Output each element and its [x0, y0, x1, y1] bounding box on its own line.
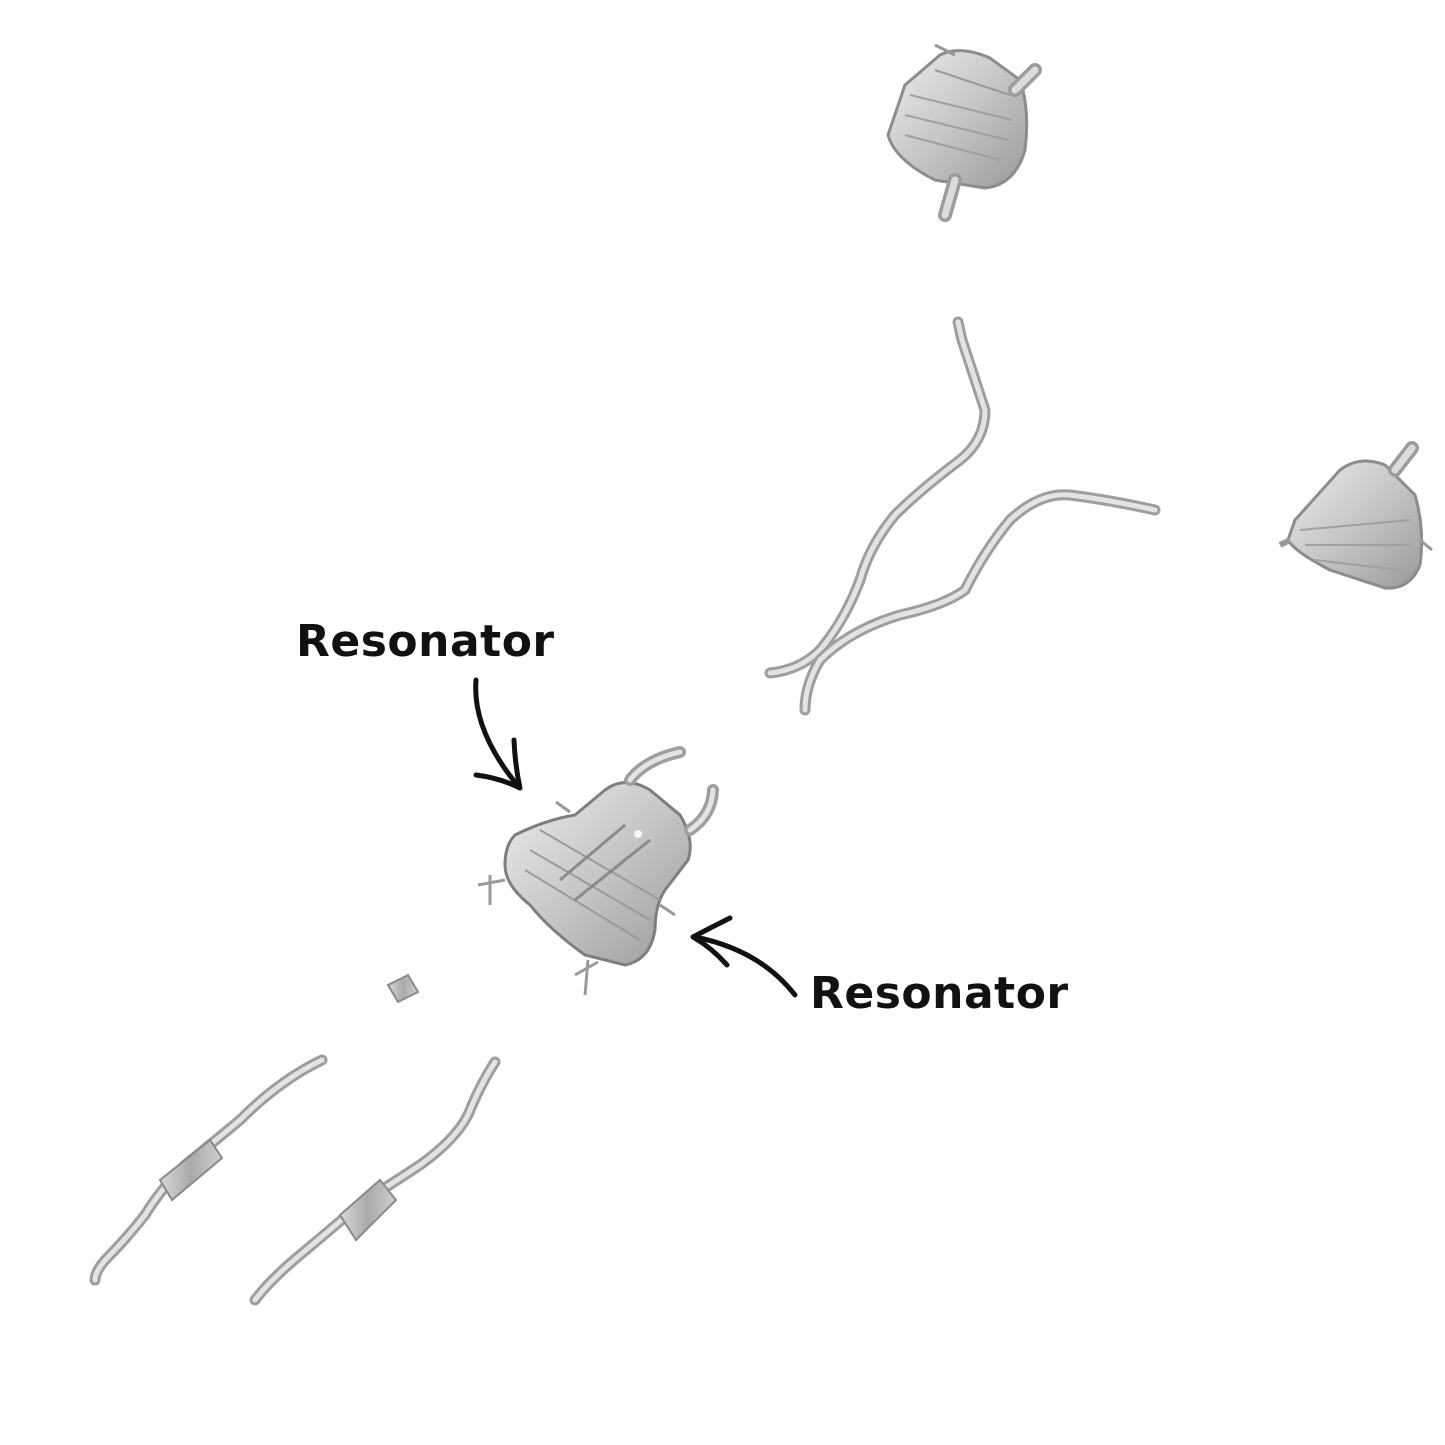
front-pipe-right: [249, 1056, 501, 1306]
resonator-label-bottom: Resonator: [810, 968, 1069, 1019]
mid-pipe-left: [764, 316, 991, 679]
mid-pipe-right: [799, 489, 1161, 716]
resonator-label-top: Resonator: [296, 616, 555, 667]
rear-muffler-top: [886, 43, 1042, 222]
curved-arrow-icon: [690, 915, 798, 998]
curved-arrow-icon: [473, 677, 523, 791]
rear-muffler-right: [1278, 441, 1433, 590]
resonator-center: [477, 746, 719, 996]
front-pipe-left: [89, 1054, 328, 1286]
pipe-coupler: [386, 973, 420, 1004]
